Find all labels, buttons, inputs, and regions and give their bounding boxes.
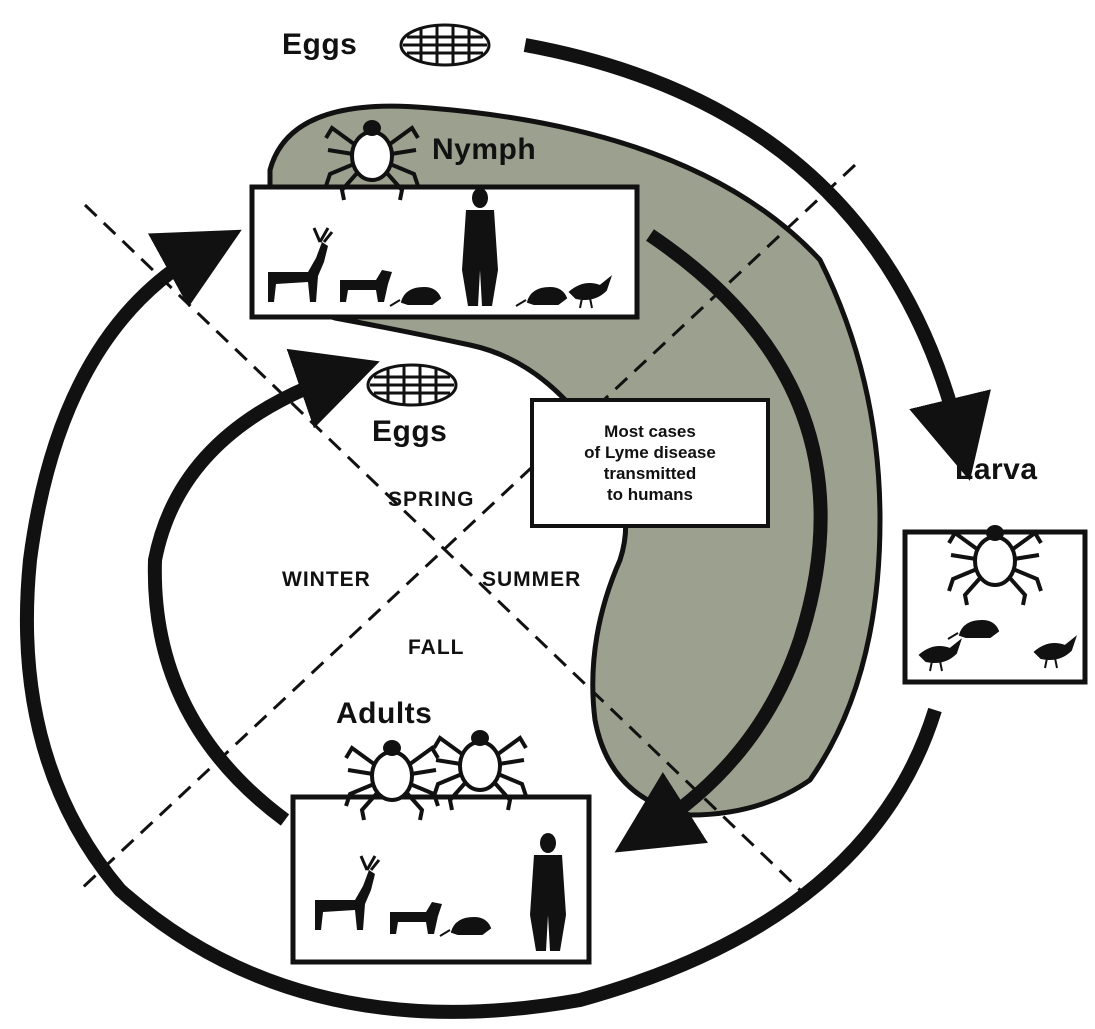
eggs-center-label: Eggs — [372, 415, 447, 449]
larva-label: Larva — [955, 453, 1038, 487]
note-line-4: to humans — [607, 484, 693, 505]
season-winter-label: WINTER — [282, 568, 371, 592]
eggs-top-label: Eggs — [282, 28, 357, 62]
note-line-3: transmitted — [604, 463, 697, 484]
adults-label: Adults — [336, 697, 432, 731]
note-line-1: Most cases — [604, 421, 696, 442]
adults-to-eggs-arrow — [155, 375, 340, 820]
season-fall-label: FALL — [408, 636, 465, 660]
egg-cluster-icon-top — [401, 25, 489, 65]
season-spring-label: SPRING — [388, 488, 475, 512]
lyme-transmission-note: Most cases of Lyme disease transmitted t… — [530, 398, 770, 528]
note-line-2: of Lyme disease — [584, 442, 716, 463]
nymph-label: Nymph — [432, 133, 536, 167]
season-summer-label: SUMMER — [482, 568, 581, 592]
egg-cluster-icon-center — [368, 365, 456, 405]
